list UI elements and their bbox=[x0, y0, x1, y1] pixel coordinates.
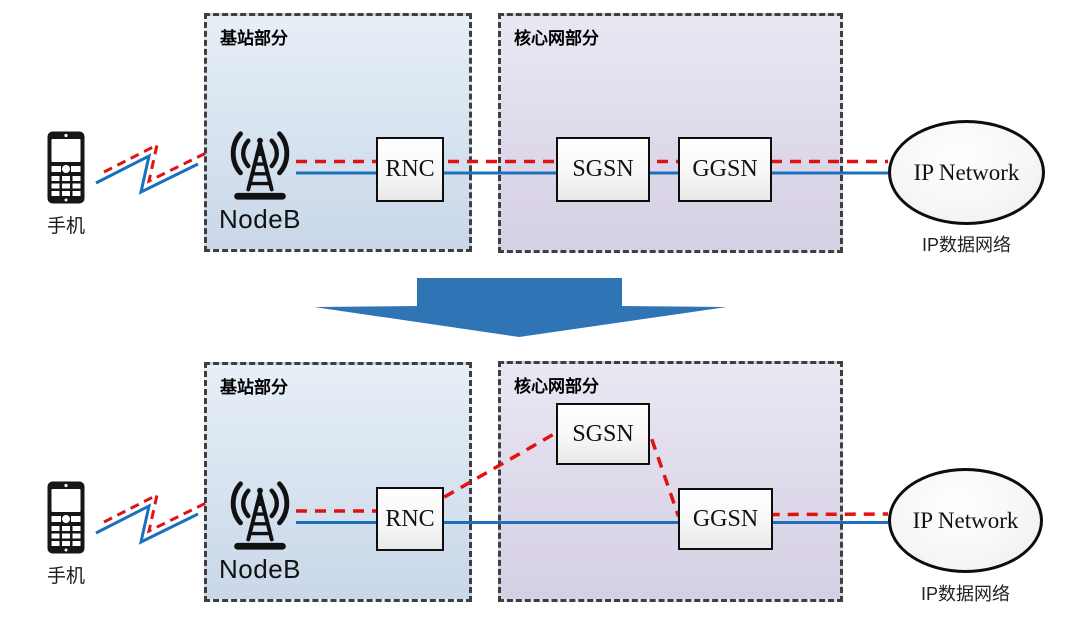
core-network-region-label: 核心网部分 bbox=[514, 377, 599, 396]
antenna-tower-icon bbox=[228, 478, 292, 561]
ggsn-node-bottom: GGSN bbox=[678, 488, 773, 550]
core-network-region-bottom: 核心网部分 bbox=[498, 361, 843, 602]
ggsn-node-top: GGSN bbox=[678, 137, 772, 202]
ip-network-label: IP Network bbox=[912, 507, 1019, 533]
sgsn-label: SGSN bbox=[572, 420, 634, 447]
phone-label: 手机 bbox=[46, 216, 85, 237]
base-station-region-bottom: 基站部分 bbox=[204, 362, 472, 602]
wireless-link-blue-icon-top bbox=[95, 153, 199, 195]
ggsn-label: GGSN bbox=[692, 156, 758, 182]
core-network-region-top: 核心网部分 bbox=[498, 13, 843, 253]
sgsn-node-top: SGSN bbox=[556, 137, 650, 202]
ip-network-node-top: IP Network bbox=[888, 120, 1045, 225]
ggsn-label: GGSN bbox=[692, 505, 759, 532]
rnc-label: RNC bbox=[385, 505, 435, 532]
sgsn-node-bottom: SGSN bbox=[556, 403, 650, 465]
base-station-region-label: 基站部分 bbox=[220, 378, 288, 397]
nodeb-label: NodeB bbox=[219, 204, 301, 234]
wireless-link-red-icon-bottom bbox=[103, 492, 207, 534]
base-station-region-top: 基站部分 bbox=[204, 13, 472, 252]
phone-icon bbox=[47, 481, 85, 559]
ip-network-node-bottom: IP Network bbox=[888, 468, 1043, 573]
phone-icon bbox=[47, 131, 85, 209]
nodeb-label: NodeB bbox=[219, 554, 301, 584]
down-arrow-icon bbox=[314, 278, 727, 337]
antenna-tower-icon bbox=[228, 128, 292, 211]
rnc-node-top: RNC bbox=[376, 137, 444, 202]
wireless-link-red-icon-top bbox=[103, 142, 207, 184]
phone-label: 手机 bbox=[46, 566, 85, 587]
sgsn-label: SGSN bbox=[572, 156, 634, 182]
wireless-link-blue-icon-bottom bbox=[95, 503, 199, 545]
rnc-node-bottom: RNC bbox=[376, 487, 444, 551]
ip-network-caption: IP数据网络 bbox=[921, 235, 1011, 255]
base-station-region-label: 基站部分 bbox=[220, 29, 288, 48]
ip-network-label: IP Network bbox=[913, 159, 1020, 185]
ip-network-caption: IP数据网络 bbox=[920, 584, 1010, 604]
rnc-label: RNC bbox=[385, 156, 435, 182]
core-network-region-label: 核心网部分 bbox=[514, 29, 599, 48]
